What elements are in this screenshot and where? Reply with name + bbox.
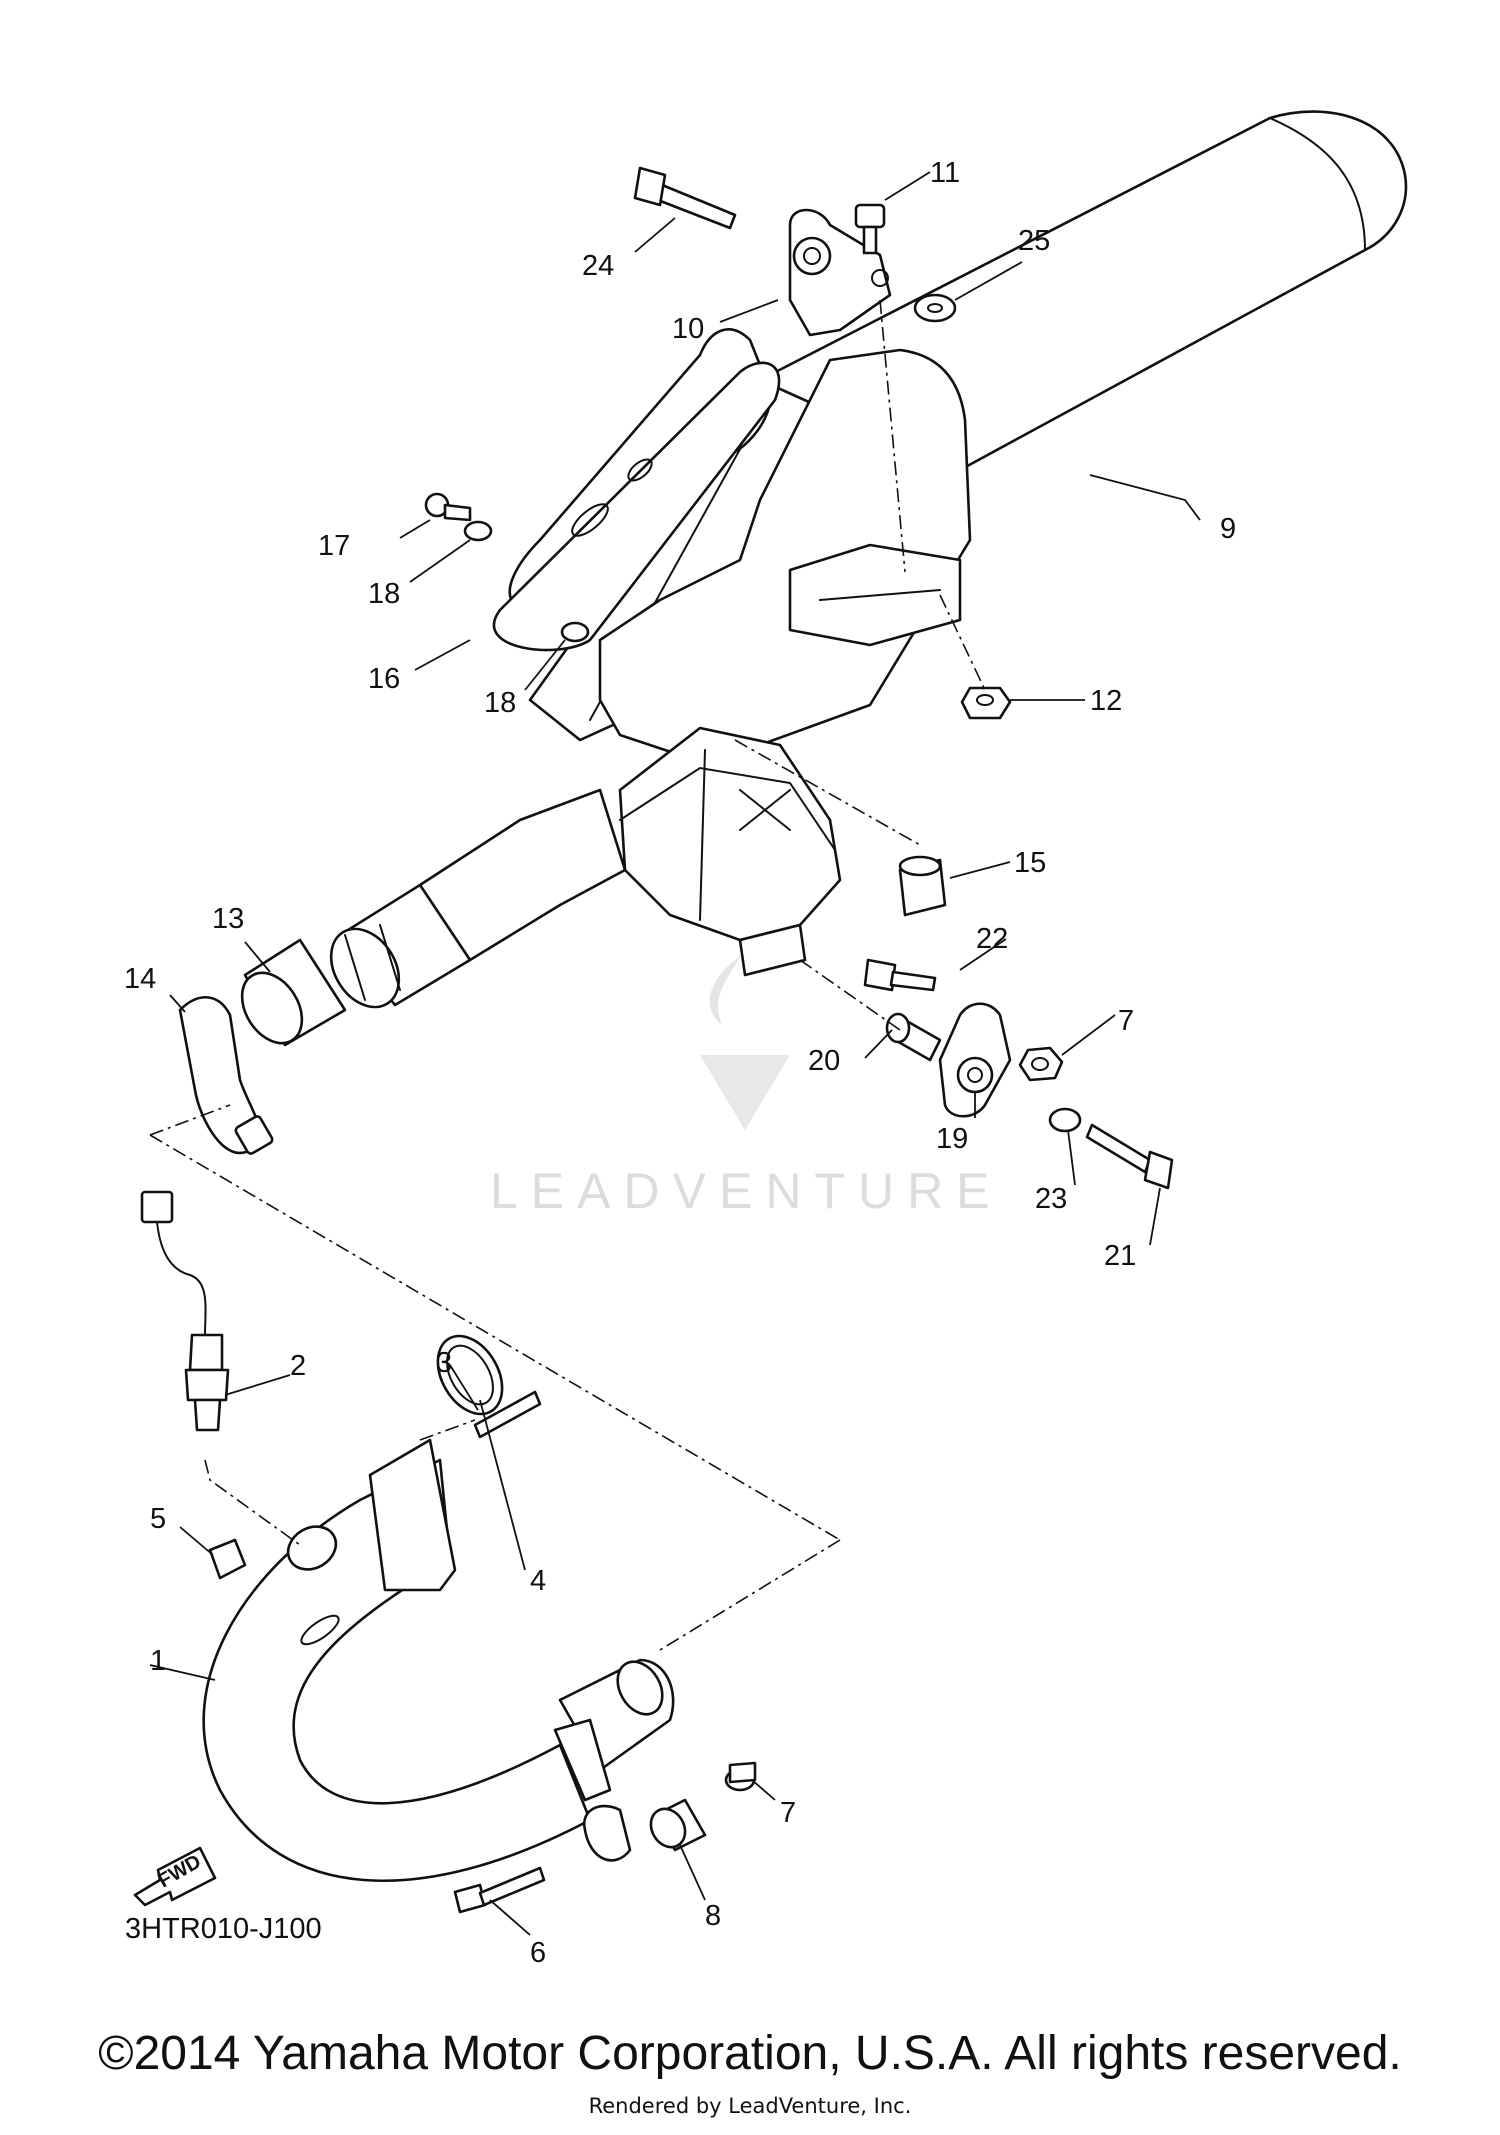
callout-2: 2 <box>290 1350 306 1382</box>
callouts: 1 2 3 4 5 6 7 7 8 9 10 11 12 13 14 15 16… <box>124 157 1236 1969</box>
callout-7-upper: 7 <box>1118 1005 1134 1037</box>
callout-25: 25 <box>1018 225 1050 257</box>
callout-20: 20 <box>808 1045 840 1077</box>
callout-22: 22 <box>976 923 1008 955</box>
callout-13: 13 <box>212 903 244 935</box>
callout-21: 21 <box>1104 1240 1136 1272</box>
bracket-19 <box>938 1002 1012 1118</box>
damper-15 <box>898 855 947 917</box>
clamp-14 <box>178 995 274 1155</box>
callout-19: 19 <box>936 1123 968 1155</box>
gasket-13 <box>240 938 347 1047</box>
damper-8 <box>649 1798 707 1852</box>
nut-12 <box>960 686 1012 720</box>
callout-17: 17 <box>318 530 350 562</box>
heat-shield <box>492 328 781 652</box>
diagram-code: 3HTR010-J100 <box>125 1913 322 1945</box>
washer-18a <box>463 520 493 542</box>
watermark-logo: LEADVENTURE <box>490 955 1003 1219</box>
copyright-notice: ©2014 Yamaha Motor Corporation, U.S.A. A… <box>98 2027 1402 2080</box>
washer-18b <box>560 621 590 643</box>
collar-20 <box>885 1012 942 1062</box>
callout-5: 5 <box>150 1503 166 1535</box>
callout-24: 24 <box>582 250 614 282</box>
o2-sensor <box>140 1190 230 1432</box>
callout-6: 6 <box>530 1937 546 1969</box>
watermark-text: LEADVENTURE <box>490 1163 1003 1219</box>
washer-25 <box>913 293 957 323</box>
bolt-24 <box>633 166 737 230</box>
exhaust-pipe <box>202 1438 675 1883</box>
bolt-17 <box>424 492 472 522</box>
callout-14: 14 <box>124 963 156 995</box>
bolt-7-lower <box>724 1761 757 1792</box>
callout-18-lower: 18 <box>484 687 516 719</box>
fwd-arrow-icon: FWD <box>133 1846 217 1907</box>
callout-16: 16 <box>368 663 400 695</box>
front-pipe-section <box>329 788 627 1009</box>
callout-3: 3 <box>436 1347 452 1379</box>
callout-10: 10 <box>672 313 704 345</box>
callout-1: 1 <box>150 1645 166 1677</box>
callout-15: 15 <box>1014 847 1046 879</box>
bracket-10 <box>788 208 892 337</box>
callout-7-lower: 7 <box>780 1797 796 1829</box>
assembly-lines <box>149 299 986 1651</box>
nut-7-upper <box>1018 1046 1064 1082</box>
bolt-21 <box>1085 1123 1174 1190</box>
callout-4: 4 <box>530 1565 546 1597</box>
nut-5 <box>208 1538 247 1580</box>
leader-lines <box>149 171 1201 1936</box>
bolt-11 <box>854 203 886 255</box>
chamber-box <box>598 348 972 977</box>
callout-12: 12 <box>1090 685 1122 717</box>
callout-18-upper: 18 <box>368 578 400 610</box>
rendered-by: Rendered by LeadVenture, Inc. <box>588 2094 912 2118</box>
bolt-6 <box>453 1866 546 1914</box>
washer-23 <box>1048 1107 1082 1133</box>
callout-9: 9 <box>1220 513 1236 545</box>
callout-23: 23 <box>1035 1183 1067 1215</box>
callout-8: 8 <box>705 1900 721 1932</box>
stud-3 <box>473 1390 542 1439</box>
bolt-22 <box>863 958 937 992</box>
gasket-4 <box>436 1334 504 1416</box>
callout-11: 11 <box>930 157 960 189</box>
